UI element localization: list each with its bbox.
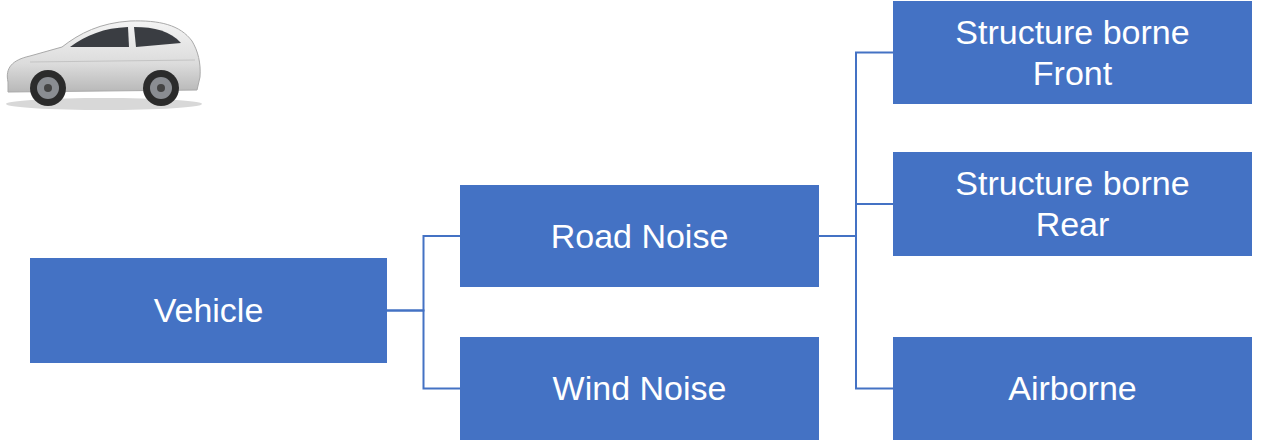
tree-connector [819,53,893,237]
tree-connector [819,236,893,389]
box-label: Structure borne Rear [933,163,1213,245]
tree-connector [387,311,460,389]
process-box: Wind Noise [460,337,819,440]
process-box: Structure borne Rear [893,152,1252,256]
process-box: Structure borne Front [893,1,1252,104]
box-label: Vehicle [154,290,264,331]
box-label: Structure borne Front [933,12,1213,94]
tree-connector [819,204,893,236]
box-label: Wind Noise [553,368,727,409]
process-box: Road Noise [460,185,819,287]
tree-connector [387,236,460,311]
process-box: Vehicle [30,258,387,363]
box-label: Road Noise [551,216,729,257]
box-label: Airborne [1008,368,1137,409]
process-box: Airborne [893,337,1252,440]
car-illustration [0,0,205,115]
